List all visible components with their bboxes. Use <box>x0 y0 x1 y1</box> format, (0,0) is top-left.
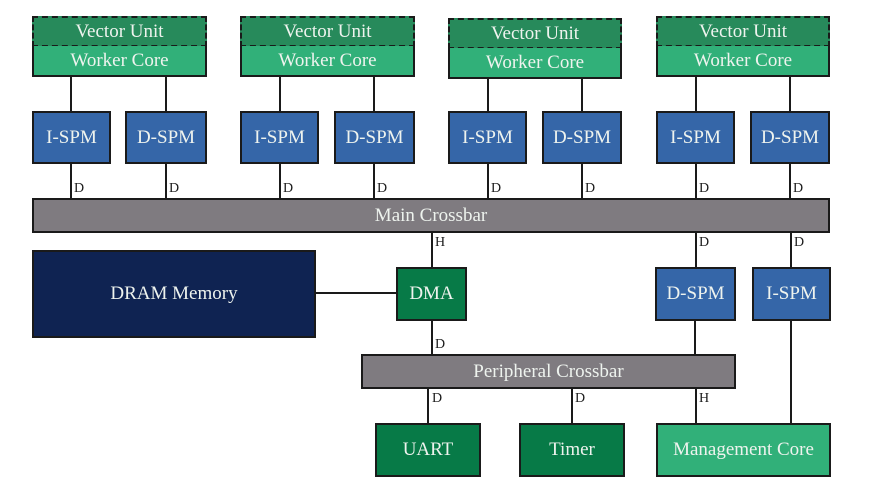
link-label: D <box>793 181 804 196</box>
worker-core-2: Worker Core <box>240 46 415 77</box>
ispm-2: I-SPM <box>240 111 319 164</box>
dram-memory: DRAM Memory <box>32 250 316 338</box>
connector <box>695 77 697 111</box>
link-label: D <box>699 235 710 250</box>
worker-core-3: Worker Core <box>448 48 622 79</box>
ispm-1: I-SPM <box>32 111 111 164</box>
link-label: D <box>575 391 586 406</box>
connector <box>279 164 281 199</box>
connector <box>373 164 375 199</box>
connector <box>316 292 396 294</box>
management-dspm: D-SPM <box>655 267 736 321</box>
management-ispm: I-SPM <box>752 267 831 321</box>
connector <box>373 77 375 111</box>
link-label: H <box>699 391 710 406</box>
connector <box>581 79 583 111</box>
link-label: D <box>699 181 710 196</box>
connector <box>487 164 489 199</box>
link-label: H <box>435 235 446 250</box>
link-label: D <box>283 181 294 196</box>
main-crossbar: Main Crossbar <box>32 198 830 233</box>
dspm-2: D-SPM <box>334 111 415 164</box>
management-core: Management Core <box>656 423 831 477</box>
timer: Timer <box>519 423 625 477</box>
connector <box>279 77 281 111</box>
vector-unit-1: Vector Unit <box>32 16 207 47</box>
dma: DMA <box>396 267 467 321</box>
link-label: D <box>585 181 596 196</box>
connector <box>427 389 429 423</box>
connector <box>165 164 167 199</box>
connector <box>790 321 792 424</box>
worker-core-4: Worker Core <box>656 46 830 77</box>
dspm-4: D-SPM <box>750 111 830 164</box>
vector-unit-3: Vector Unit <box>448 18 622 49</box>
connector <box>165 77 167 111</box>
ispm-4: I-SPM <box>656 111 735 164</box>
connector <box>431 233 433 267</box>
connector <box>790 233 792 267</box>
link-label: D <box>435 337 446 352</box>
peripheral-crossbar: Peripheral Crossbar <box>361 354 736 389</box>
link-label: D <box>169 181 180 196</box>
dspm-3: D-SPM <box>542 111 622 164</box>
connector <box>487 79 489 111</box>
vector-unit-2: Vector Unit <box>240 16 415 47</box>
uart: UART <box>375 423 481 477</box>
dspm-1: D-SPM <box>125 111 207 164</box>
connector <box>789 164 791 199</box>
ispm-3: I-SPM <box>448 111 527 164</box>
connector <box>70 77 72 111</box>
link-label: D <box>74 181 85 196</box>
connector <box>70 164 72 199</box>
connector <box>581 164 583 199</box>
connector <box>695 233 697 267</box>
link-label: D <box>432 391 443 406</box>
connector <box>431 321 433 355</box>
connector <box>695 164 697 199</box>
connector <box>789 77 791 111</box>
link-label: D <box>377 181 388 196</box>
worker-core-1: Worker Core <box>32 46 207 77</box>
link-label: D <box>794 235 805 250</box>
connector <box>571 389 573 423</box>
vector-unit-4: Vector Unit <box>656 16 830 47</box>
connector <box>695 389 697 423</box>
connector <box>694 321 696 355</box>
link-label: D <box>491 181 502 196</box>
